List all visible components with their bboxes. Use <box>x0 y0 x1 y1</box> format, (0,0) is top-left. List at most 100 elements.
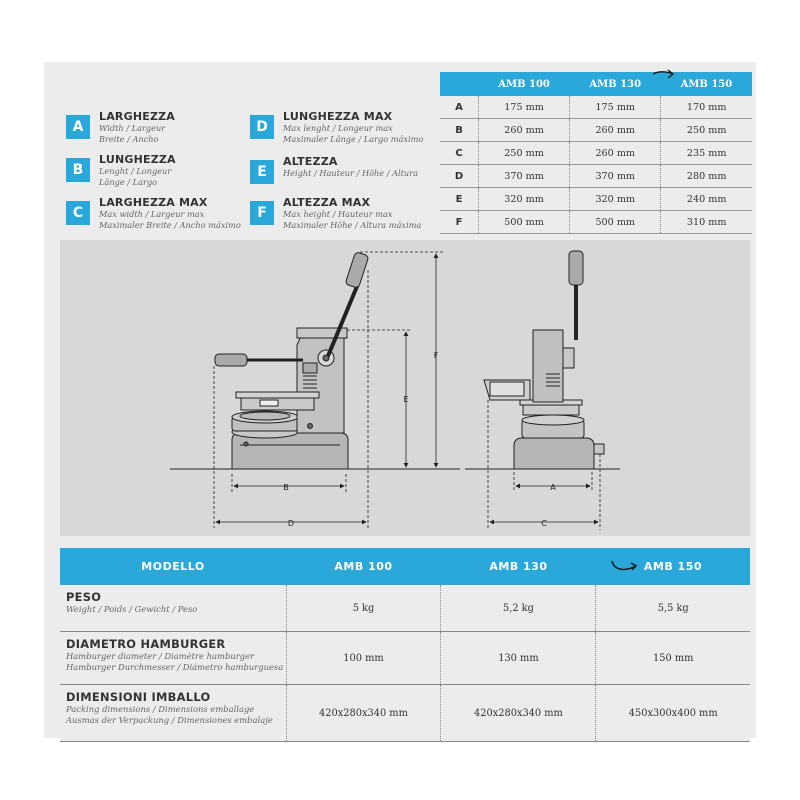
cell: 370 mm <box>478 164 571 188</box>
specs-header-row: MODELLO AMB 100 AMB 130 AMB 150 <box>60 548 750 585</box>
machine-drawing: B D E F A C <box>170 250 620 530</box>
legend-sub: Max height / Hauteur max <box>283 209 393 219</box>
spec-title: DIMENSIONI IMBALLO <box>66 690 211 704</box>
cell: 5,5 kg <box>595 585 750 632</box>
legend-item-c: C LARGHEZZA MAX Max width / Largeur max … <box>66 196 246 231</box>
cell: 175 mm <box>569 96 662 119</box>
legend-title: LARGHEZZA <box>99 110 176 123</box>
dimensions-header-amb130: AMB 130 <box>569 72 661 96</box>
cell: 310 mm <box>660 210 752 234</box>
dimensions-header-amb150-label: AMB 150 <box>680 78 733 90</box>
specs-table: MODELLO AMB 100 AMB 130 AMB 150 PESO Wei… <box>60 548 750 742</box>
legend-badge: B <box>66 158 90 182</box>
legend-sub: Height / Hauteur / Höhe / Altura <box>283 168 418 178</box>
specs-header-amb150: AMB 150 <box>595 548 750 585</box>
cell: 370 mm <box>569 164 662 188</box>
table-row: DIMENSIONI IMBALLO Packing dimensions / … <box>60 684 750 742</box>
legend-badge: D <box>250 115 274 139</box>
spec-subtitle: Packing dimensions / Dimensions emballag… <box>66 704 255 714</box>
specs-header-model: MODELLO <box>60 548 286 585</box>
dimensions-header-blank <box>440 72 479 96</box>
spec-title: PESO <box>66 590 102 604</box>
legend-title: LARGHEZZA MAX <box>99 196 208 209</box>
cell: 5 kg <box>286 585 442 632</box>
legend-sub: Maximaler Länge / Largo máximo <box>283 134 424 144</box>
dimension-label-c: C <box>541 519 547 528</box>
dimension-legend: A LARGHEZZA Width / Largeur Breite / Anc… <box>66 110 446 240</box>
dimension-label-d: D <box>288 519 294 528</box>
cell: 130 mm <box>440 631 597 685</box>
legend-item-d: D LUNGHEZZA MAX Max lenght / Longeur max… <box>250 110 430 145</box>
cell: 235 mm <box>660 141 752 165</box>
row-label: B <box>440 118 479 142</box>
legend-badge: A <box>66 115 90 139</box>
spec-label-cell: DIAMETRO HAMBURGER Hamburger diameter / … <box>60 631 287 685</box>
legend-sub: Lenght / Longeur <box>99 166 172 176</box>
legend-title: LUNGHEZZA <box>99 153 176 166</box>
specs-header-amb150-label: AMB 150 <box>643 560 703 573</box>
dimension-label-a: A <box>550 483 556 492</box>
cell: 250 mm <box>660 118 752 142</box>
cell: 320 mm <box>478 187 571 211</box>
cell: 260 mm <box>569 118 662 142</box>
specs-header-amb100: AMB 100 <box>286 548 441 585</box>
legend-title: ALTEZZA MAX <box>283 196 371 209</box>
front-view-machine <box>483 250 605 470</box>
legend-sub: Länge / Largo <box>99 177 158 187</box>
legend-badge: E <box>250 160 274 184</box>
spec-subtitle: Hamburger Durchmesser / Diámetro hamburg… <box>66 662 284 672</box>
table-row: DIAMETRO HAMBURGER Hamburger diameter / … <box>60 631 750 685</box>
legend-item-b: B LUNGHEZZA Lenght / Longeur Länge / Lar… <box>66 153 246 188</box>
cell: 500 mm <box>569 210 662 234</box>
side-view-machine <box>214 252 369 470</box>
row-label: A <box>440 96 479 119</box>
legend-item-a: A LARGHEZZA Width / Largeur Breite / Anc… <box>66 110 246 145</box>
dimensions-header-amb150: AMB 150 <box>652 69 752 96</box>
spec-label-cell: PESO Weight / Poids / Gewicht / Peso <box>60 585 287 632</box>
cell: 320 mm <box>569 187 662 211</box>
legend-badge: C <box>66 201 90 225</box>
spec-label-cell: DIMENSIONI IMBALLO Packing dimensions / … <box>60 684 287 742</box>
row-label: F <box>440 210 479 234</box>
cell: 100 mm <box>286 631 442 685</box>
dimension-label-f: F <box>434 351 439 360</box>
table-row: PESO Weight / Poids / Gewicht / Peso 5 k… <box>60 585 750 632</box>
legend-badge: F <box>250 201 274 225</box>
legend-title: LUNGHEZZA MAX <box>283 110 393 123</box>
cell: 175 mm <box>478 96 571 119</box>
legend-item-f: F ALTEZZA MAX Max height / Hauteur max M… <box>250 196 430 231</box>
cell: 170 mm <box>660 96 752 119</box>
dimensions-header-amb100: AMB 100 <box>478 72 570 96</box>
legend-sub: Max lenght / Longeur max <box>283 123 393 133</box>
legend-sub: Breite / Ancho <box>99 134 159 144</box>
cell: 420x280x340 mm <box>286 684 442 742</box>
dimensions-header-row: AMB 100 AMB 130 AMB 150 <box>440 69 752 96</box>
cell: 150 mm <box>595 631 750 685</box>
technical-drawing: B D E F A C <box>60 240 750 536</box>
cell: 500 mm <box>478 210 571 234</box>
legend-sub: Width / Largeur <box>99 123 166 133</box>
cell: 260 mm <box>569 141 662 165</box>
cell: 250 mm <box>478 141 571 165</box>
specs-header-amb130: AMB 130 <box>440 548 596 585</box>
handwritten-arrow-icon <box>611 560 638 571</box>
dimension-label-b: B <box>283 483 289 492</box>
cell: 260 mm <box>478 118 571 142</box>
spec-subtitle: Weight / Poids / Gewicht / Peso <box>66 604 198 614</box>
dimension-label-e: E <box>403 395 408 404</box>
row-label: D <box>440 164 479 188</box>
cell: 240 mm <box>660 187 752 211</box>
legend-sub: Maximaler Breite / Ancho máximo <box>99 220 241 230</box>
row-label: E <box>440 187 479 211</box>
legend-sub: Max width / Largeur max <box>99 209 205 219</box>
spec-title: DIAMETRO HAMBURGER <box>66 637 226 651</box>
cell: 450x300x400 mm <box>595 684 750 742</box>
cell: 280 mm <box>660 164 752 188</box>
legend-title: ALTEZZA <box>283 155 338 168</box>
